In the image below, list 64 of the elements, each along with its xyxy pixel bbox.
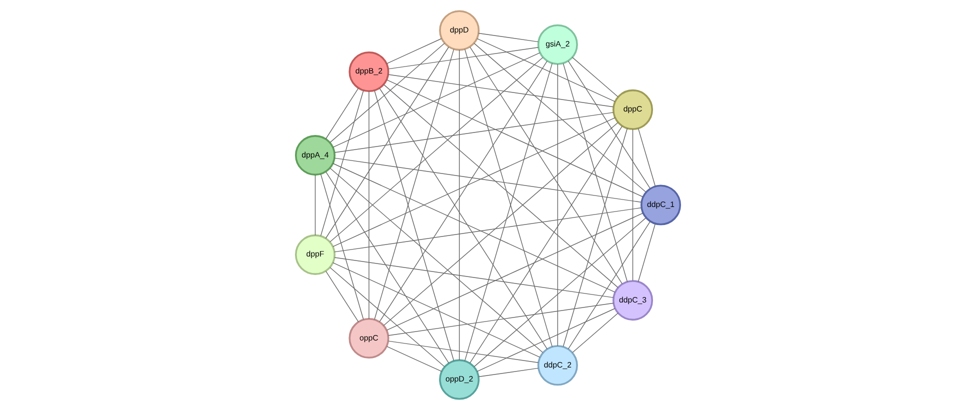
connector — [388, 302, 614, 336]
connector — [386, 80, 643, 198]
node-circle: gsiA_2 — [536, 24, 578, 65]
connector — [469, 126, 622, 364]
connector — [567, 60, 650, 189]
connector — [478, 368, 538, 378]
connector — [314, 174, 316, 236]
connector — [386, 212, 643, 330]
connector — [637, 128, 656, 187]
connector — [324, 46, 449, 239]
connector — [368, 90, 369, 320]
node-circle: ddpC_3 — [612, 280, 653, 321]
node-circle: dppF — [294, 234, 335, 275]
connector — [334, 112, 614, 153]
connector — [320, 174, 364, 320]
connector — [632, 128, 633, 281]
connector — [473, 42, 646, 193]
connector — [325, 270, 358, 322]
connector — [388, 340, 538, 363]
connector — [382, 84, 618, 288]
connector — [476, 308, 615, 372]
connector — [562, 63, 628, 282]
connector — [386, 38, 442, 64]
connector — [374, 90, 454, 362]
connector — [320, 90, 364, 236]
connector — [332, 163, 615, 293]
node-circle: ddpC_1 — [640, 184, 681, 226]
connector — [571, 56, 618, 98]
connector — [325, 172, 449, 364]
connector — [324, 88, 358, 140]
connector — [374, 48, 454, 320]
connector — [334, 207, 642, 252]
node-circle: oppD_2 — [438, 359, 480, 400]
connector — [388, 47, 538, 70]
connector — [334, 257, 614, 298]
connector — [556, 64, 558, 346]
node-circle: dppB_2 — [348, 51, 389, 92]
connector — [567, 221, 650, 350]
connector — [332, 117, 615, 247]
connector — [329, 42, 444, 143]
connector — [382, 122, 618, 326]
connector — [562, 128, 628, 347]
connector — [329, 168, 543, 353]
connector — [476, 38, 615, 102]
connector — [387, 74, 614, 108]
connector — [473, 217, 646, 368]
connector — [334, 158, 642, 203]
connector — [572, 312, 618, 353]
node-circle: dppC — [612, 89, 653, 130]
node-circle: ddpC_2 — [536, 345, 578, 386]
connector — [478, 32, 538, 42]
connector — [637, 224, 656, 282]
node-circle: dppA_4 — [294, 135, 335, 176]
connector — [378, 88, 548, 350]
connector — [469, 46, 622, 284]
connector — [329, 57, 543, 242]
node-circle: oppC — [348, 318, 389, 359]
connector — [458, 49, 460, 360]
connector — [378, 60, 548, 322]
connector — [332, 262, 540, 358]
connector — [332, 52, 540, 148]
node-circle: dppD — [438, 10, 480, 51]
connector — [329, 267, 444, 367]
connector — [386, 346, 442, 372]
